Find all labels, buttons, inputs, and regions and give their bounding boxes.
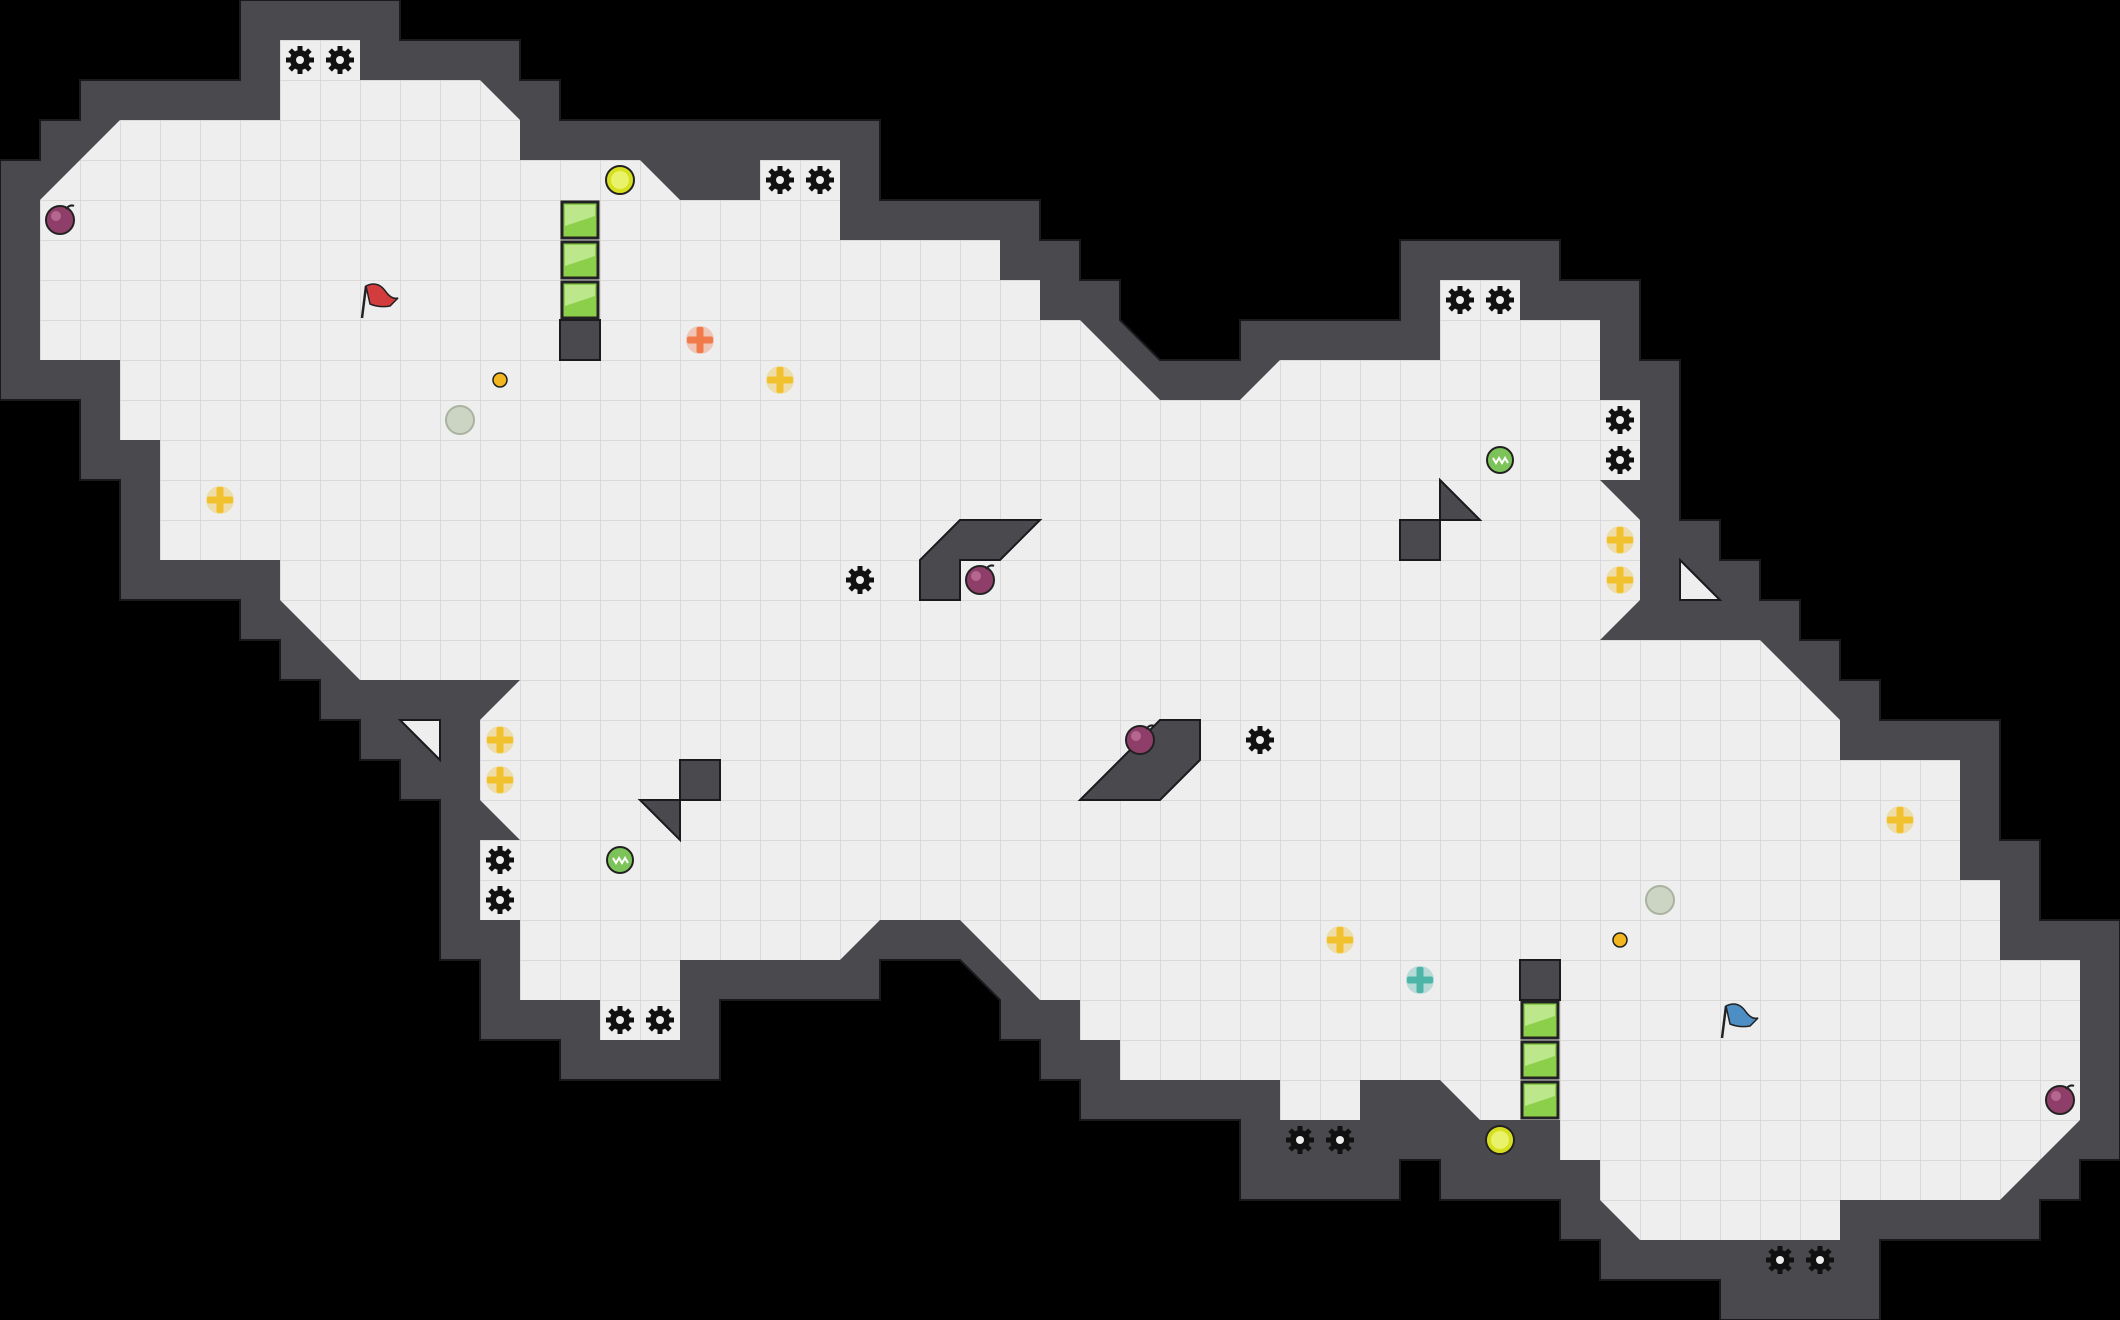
gate-buttons — [492, 165, 1628, 1155]
tile-icon — [1520, 1080, 1560, 1120]
wall-block — [1399, 519, 1441, 561]
booster-icon — [606, 846, 634, 874]
plus-icon — [1406, 966, 1434, 994]
gear-icon — [1606, 446, 1634, 474]
plus-icon — [686, 326, 714, 354]
gear-icon — [806, 166, 834, 194]
gear-icon — [766, 166, 794, 194]
arena-floor — [40, 40, 2080, 1240]
gear-icon — [1766, 1246, 1794, 1274]
plus-icon — [206, 486, 234, 514]
plus-icon — [1606, 566, 1634, 594]
bomb-icon — [2045, 1084, 2075, 1115]
gear-icon — [1486, 286, 1514, 314]
gear-icon — [1326, 1126, 1354, 1154]
booster-icon — [1486, 446, 1514, 474]
plus-icon — [766, 366, 794, 394]
plus-icon — [1606, 526, 1634, 554]
bomb-icon — [45, 204, 75, 235]
gear-icon — [1806, 1246, 1834, 1274]
plus-icon — [486, 766, 514, 794]
gear-icon — [606, 1006, 634, 1034]
tile-icon — [1520, 1000, 1560, 1040]
tile-icon — [560, 280, 600, 320]
portal-holes — [445, 405, 1675, 915]
bomb-icon — [965, 564, 995, 595]
gear-icon — [286, 46, 314, 74]
wall-ramp — [919, 519, 1043, 601]
hole-icon — [1645, 885, 1675, 915]
wall-triangle — [637, 799, 681, 843]
gear-icon — [486, 846, 514, 874]
tile-icon — [560, 240, 600, 280]
gate-icon — [1485, 1125, 1515, 1155]
blue-flag — [1720, 1003, 1759, 1039]
gear-icon — [1606, 406, 1634, 434]
gate-icon — [492, 372, 508, 388]
wall-ramp — [1077, 719, 1201, 801]
wall-triangle — [1679, 557, 1723, 601]
gear-icon — [646, 1006, 674, 1034]
gear-icon — [326, 46, 354, 74]
tile-icon — [1520, 1040, 1560, 1080]
wall-triangle — [1439, 477, 1483, 521]
gate-icon — [605, 165, 635, 195]
wall-block — [1519, 959, 1561, 1001]
flag-icon — [360, 283, 399, 319]
gear-icon — [1246, 726, 1274, 754]
gear-icon — [486, 886, 514, 914]
hole-icon — [445, 405, 475, 435]
bomb-icon — [1125, 724, 1155, 755]
obstacles — [397, 319, 1723, 1001]
tile-icon — [560, 200, 600, 240]
red-flag — [360, 283, 399, 319]
wall-triangle — [397, 719, 441, 763]
gate-icon — [1612, 932, 1628, 948]
gear-icon — [1446, 286, 1474, 314]
gear-icon — [846, 566, 874, 594]
flag-icon — [1720, 1003, 1759, 1039]
wall-block — [679, 759, 721, 801]
plus-icon — [486, 726, 514, 754]
plus-icon — [1886, 806, 1914, 834]
plus-icon — [1326, 926, 1354, 954]
wall-block — [559, 319, 601, 361]
gear-icon — [1286, 1126, 1314, 1154]
powerups — [206, 326, 1914, 994]
